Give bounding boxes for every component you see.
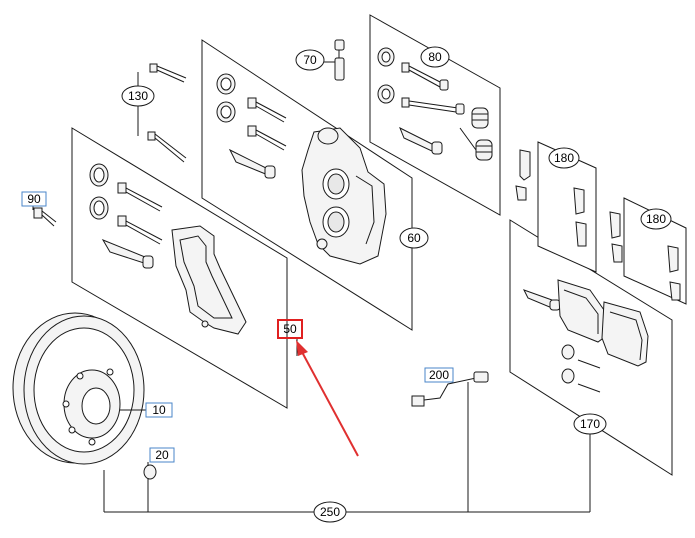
callout-180-a[interactable]: 180 — [548, 147, 580, 169]
callout-80[interactable]: 80 — [420, 46, 450, 68]
panel-50-kit — [71, 127, 288, 409]
wear-sensor-icon — [411, 371, 489, 407]
washer-icon — [143, 464, 157, 480]
bolt-icon — [117, 215, 163, 245]
rubber-boot-icon — [475, 139, 493, 161]
brake-pad-icon — [601, 301, 649, 367]
brake-disc — [12, 312, 157, 480]
callout-20-text: 20 — [155, 448, 169, 462]
bolt-130-group — [147, 63, 187, 163]
panel-80-kit — [369, 14, 501, 216]
callout-50-text: 50 — [283, 322, 297, 336]
callout-170[interactable]: 170 — [573, 413, 607, 435]
bolt-90-icon — [33, 207, 57, 227]
callout-200[interactable]: 200 — [424, 367, 454, 383]
panel-180-clips-b — [609, 197, 687, 305]
callout-70-text: 70 — [303, 53, 317, 67]
callout-250[interactable]: 250 — [313, 501, 347, 523]
bolt-icon — [401, 62, 449, 91]
callout-90[interactable]: 90 — [21, 191, 47, 207]
callout-130-text: 130 — [128, 89, 148, 103]
panel-170-kit — [509, 219, 673, 476]
panel-180-clips-a — [515, 141, 597, 273]
callout-70[interactable]: 70 — [295, 49, 325, 71]
highlight-arrow — [296, 340, 359, 457]
bolt-icon — [247, 125, 287, 151]
callout-130[interactable]: 130 — [121, 85, 155, 107]
leader-lines — [32, 61, 657, 513]
brake-caliper — [301, 127, 387, 265]
callout-60[interactable]: 60 — [399, 227, 429, 249]
callout-20[interactable]: 20 — [149, 447, 175, 463]
rubber-boot-icon — [471, 107, 489, 129]
bleeder-valve-icon — [334, 39, 345, 81]
bolt-icon — [401, 97, 465, 115]
callout-10-text: 10 — [152, 403, 166, 417]
callout-250-text: 250 — [320, 505, 340, 519]
callout-180-b[interactable]: 180 — [640, 208, 672, 230]
callout-180-a-text: 180 — [554, 151, 574, 165]
bolt-icon — [117, 182, 163, 212]
panel-60-caliper — [201, 39, 413, 331]
callout-90-text: 90 — [27, 192, 41, 206]
callout-60-text: 60 — [407, 231, 421, 245]
callout-10[interactable]: 10 — [145, 402, 173, 418]
callout-200-text: 200 — [429, 368, 449, 382]
callout-170-text: 170 — [580, 417, 600, 431]
bolt-icon — [247, 97, 287, 123]
callout-180-b-text: 180 — [646, 212, 666, 226]
callout-80-text: 80 — [428, 50, 442, 64]
callout-50[interactable]: 50 — [277, 319, 303, 339]
